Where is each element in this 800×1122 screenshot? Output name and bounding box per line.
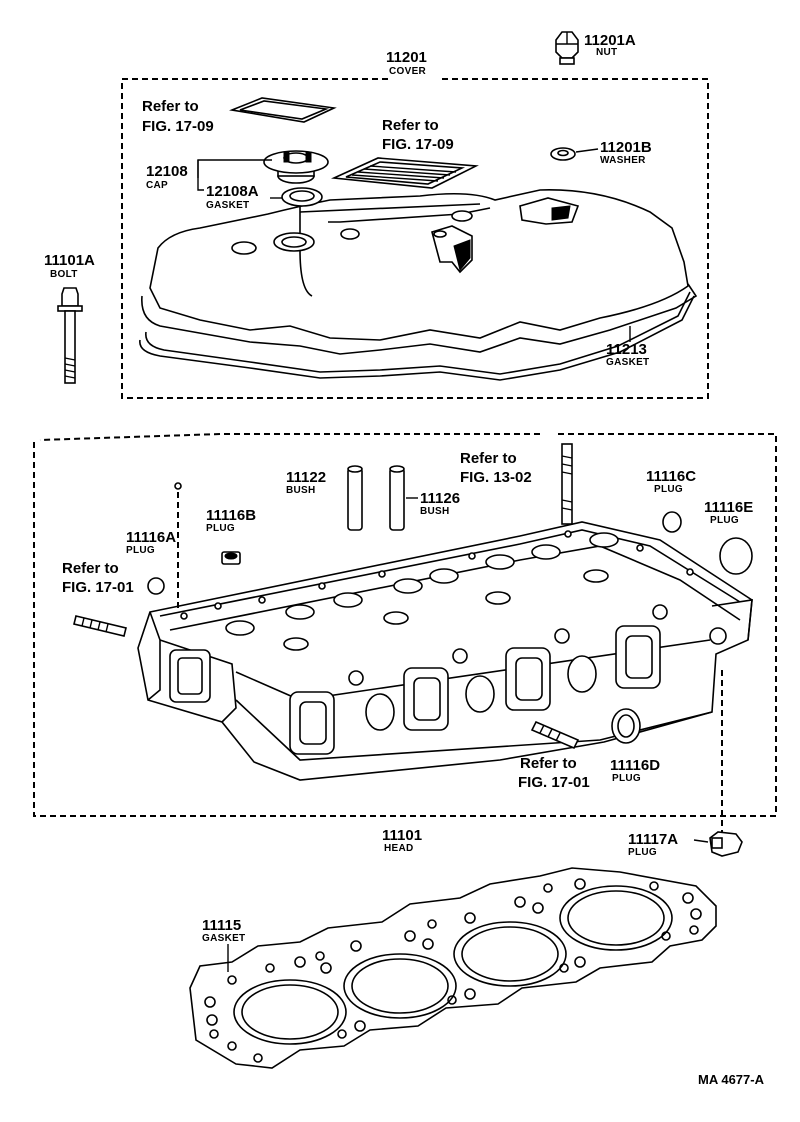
- valve-cover[interactable]: [141, 189, 698, 355]
- label-head-gasket-number: 11115: [202, 917, 241, 934]
- ref-5-line1: Refer to: [520, 755, 577, 772]
- label-nut-number: 11201A: [584, 32, 636, 49]
- label-washer-name: WASHER: [600, 155, 646, 166]
- label-plug-d-number: 11116D: [610, 757, 660, 774]
- plug-11116a[interactable]: [147, 577, 165, 595]
- leader-washer: [575, 148, 599, 153]
- label-plug-117a-number: 11117A: [628, 831, 678, 848]
- cover-gasket-ring[interactable]: [139, 291, 695, 381]
- label-plug-c-name: PLUG: [654, 484, 683, 495]
- inspection-plate-1[interactable]: [229, 97, 337, 123]
- ref-4-line2: FIG. 17-01: [62, 579, 134, 596]
- label-cover-gasket-number: 11213: [606, 341, 647, 358]
- label-cap-gasket-name: GASKET: [206, 200, 249, 211]
- label-bush-1-name: BUSH: [286, 485, 316, 496]
- label-plug-b-number: 11116B: [206, 507, 256, 524]
- label-bush-1-number: 11122: [286, 469, 326, 486]
- stud-front[interactable]: [530, 720, 580, 750]
- plug-11116a-dot: [174, 482, 182, 612]
- label-bolt-name: BOLT: [50, 269, 78, 280]
- ref-3-line2: FIG. 13-02: [460, 469, 532, 486]
- leader-plug-11117a: [693, 839, 709, 843]
- label-cap-number: 12108: [146, 163, 188, 180]
- cylinder-head[interactable]: [137, 521, 753, 781]
- label-nut-name: NUT: [596, 47, 617, 58]
- stud-top[interactable]: [561, 443, 573, 525]
- head-gasket-plate[interactable]: [189, 867, 717, 1069]
- leader-cap-gasket: [197, 160, 204, 191]
- plug-11117a[interactable]: [709, 831, 743, 857]
- label-plug-e-name: PLUG: [710, 515, 739, 526]
- label-head-gasket-name: GASKET: [202, 933, 245, 944]
- head-bolt[interactable]: [57, 287, 83, 384]
- drawing-code: MA 4677-A: [698, 1072, 765, 1087]
- label-plug-d-name: PLUG: [612, 773, 641, 784]
- plug-11116e[interactable]: [719, 537, 753, 575]
- ref-3-line1: Refer to: [460, 450, 517, 467]
- bush-11122[interactable]: [347, 465, 363, 531]
- label-cover-name: COVER: [389, 66, 427, 77]
- ref-5-line2: FIG. 17-01: [518, 774, 590, 791]
- cover-nut[interactable]: [555, 31, 579, 65]
- label-cap-gasket-number: 12108A: [206, 183, 259, 200]
- label-plug-b-name: PLUG: [206, 523, 235, 534]
- plug-11116c[interactable]: [662, 511, 682, 533]
- label-bush-2-name: BUSH: [420, 506, 450, 517]
- ref-1-line2: FIG. 17-09: [142, 118, 214, 135]
- cap-gasket-ring[interactable]: [281, 187, 323, 207]
- washer[interactable]: [550, 147, 576, 161]
- label-plug-a-name: PLUG: [126, 545, 155, 556]
- label-washer-number: 11201B: [600, 139, 652, 156]
- label-bush-2-number: 11126: [420, 490, 460, 507]
- ref-1-line1: Refer to: [142, 98, 199, 115]
- label-plug-e-number: 11116E: [704, 499, 753, 516]
- ref-4-line1: Refer to: [62, 560, 119, 577]
- label-plug-c-number: 11116C: [646, 468, 696, 485]
- label-cover-number: 11201: [386, 49, 427, 66]
- inspection-plate-2[interactable]: [330, 157, 479, 189]
- plug-11116b[interactable]: [221, 551, 241, 565]
- label-plug-a-number: 11116A: [126, 529, 176, 546]
- label-cover-gasket-name: GASKET: [606, 357, 649, 368]
- head-group-boundary: [33, 433, 777, 817]
- ref-2-line2: FIG. 17-09: [382, 136, 454, 153]
- label-bolt-number: 11101A: [44, 252, 95, 269]
- cover-group-boundary: [121, 78, 709, 399]
- label-plug-117a-name: PLUG: [628, 847, 657, 858]
- label-head-number: 11101: [382, 827, 422, 844]
- leader-cap: [197, 159, 272, 178]
- stud-left[interactable]: [73, 615, 127, 637]
- oil-cap[interactable]: [263, 150, 329, 184]
- label-cap-name: CAP: [146, 180, 168, 191]
- bush-11126[interactable]: [389, 465, 405, 531]
- label-head-name: HEAD: [384, 843, 414, 854]
- plug-11116d[interactable]: [611, 708, 641, 744]
- ref-2-line1: Refer to: [382, 117, 439, 134]
